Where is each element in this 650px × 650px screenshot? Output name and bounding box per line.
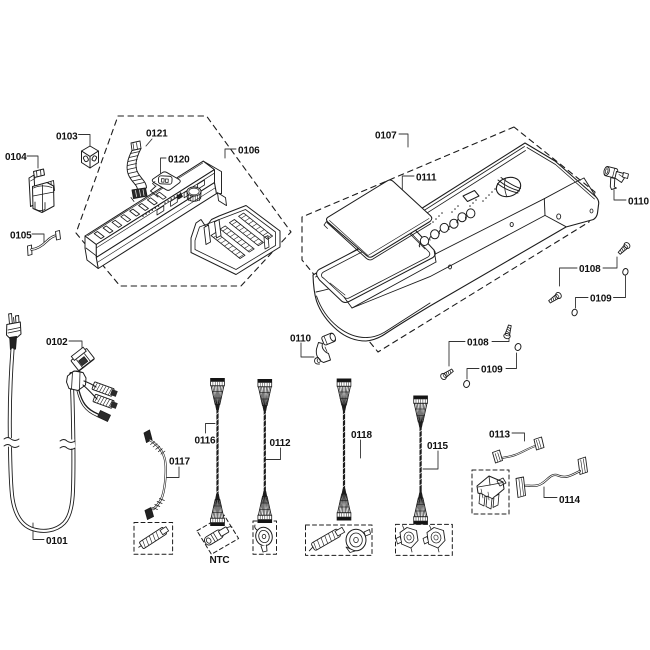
svg-text:0105: 0105 xyxy=(10,231,32,242)
svg-text:0110: 0110 xyxy=(290,334,312,345)
svg-text:0121: 0121 xyxy=(146,129,168,140)
svg-text:0101: 0101 xyxy=(46,536,68,547)
svg-text:0103: 0103 xyxy=(56,132,78,143)
svg-text:0113: 0113 xyxy=(489,430,511,441)
svg-text:0102: 0102 xyxy=(46,337,68,348)
svg-text:0109: 0109 xyxy=(481,365,503,376)
svg-text:0115: 0115 xyxy=(427,441,449,452)
svg-text:0112: 0112 xyxy=(270,438,292,449)
svg-text:0120: 0120 xyxy=(168,155,190,166)
svg-text:0114: 0114 xyxy=(559,495,581,506)
svg-text:NTC: NTC xyxy=(210,555,230,566)
svg-text:0118: 0118 xyxy=(351,430,373,441)
svg-text:0108: 0108 xyxy=(467,338,489,349)
svg-text:0117: 0117 xyxy=(169,457,191,468)
svg-text:0116: 0116 xyxy=(195,436,217,447)
svg-text:0110: 0110 xyxy=(628,197,650,208)
svg-text:0111: 0111 xyxy=(416,173,437,184)
svg-text:0107: 0107 xyxy=(375,131,397,142)
svg-text:0109: 0109 xyxy=(590,294,612,305)
svg-text:0106: 0106 xyxy=(238,146,260,157)
svg-text:0104: 0104 xyxy=(5,152,27,163)
svg-text:0108: 0108 xyxy=(579,264,601,275)
